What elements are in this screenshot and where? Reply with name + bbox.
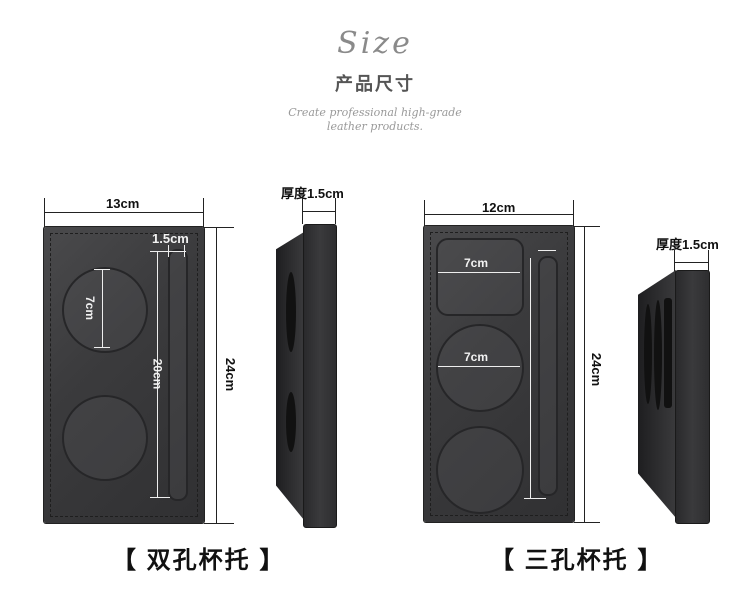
size-script-title: Size (337, 26, 413, 61)
dimension-tick (674, 250, 675, 272)
diameter-line (102, 269, 103, 347)
subtitle-line-2: leather products. (326, 120, 424, 133)
width-line (438, 272, 520, 273)
cup-hole-side (286, 272, 296, 352)
cup-hole (436, 426, 524, 514)
dimension-tick (574, 522, 600, 523)
slot-length-line (530, 258, 531, 498)
width-dimension-line (424, 214, 574, 215)
slot-length-line (157, 251, 158, 497)
height-dimension-line (216, 227, 217, 523)
slot-width-line (538, 250, 556, 251)
pen-slot (168, 249, 188, 501)
subtitle-line-1: Create professional high-grade (288, 106, 462, 119)
page-title: 产品尺寸 (335, 74, 415, 94)
cup-hole (436, 324, 524, 412)
dimension-tick (150, 497, 170, 498)
dimension-tick (574, 226, 600, 227)
three-hole-tray-image: 7cm 7cm (424, 226, 574, 522)
product-caption: 【 三孔杯托 】 (490, 547, 664, 574)
pen-slot-side (664, 298, 672, 408)
dimension-tick (524, 498, 546, 499)
slot-width-label: 1.5cm (152, 231, 189, 246)
thickness-dimension-line (302, 211, 336, 212)
dimension-tick (94, 347, 110, 348)
dimension-tick (168, 245, 169, 257)
product-caption: 【 双孔杯托 】 (112, 547, 286, 574)
cup-hole-side (644, 304, 652, 404)
thickness-dimension-line (674, 262, 709, 263)
thickness-label: 厚度1.5cm (281, 186, 344, 201)
dimension-tick (184, 245, 185, 257)
diameter-line (438, 366, 520, 367)
dimension-tick (708, 250, 709, 272)
dimension-tick (204, 227, 234, 228)
stitching (50, 233, 198, 517)
thickness-label: 厚度1.5cm (656, 237, 719, 252)
dimension-tick (573, 200, 574, 228)
three-hole-tray-edge (675, 270, 710, 524)
height-label: 24cm (589, 352, 605, 387)
cup-hole (62, 267, 148, 353)
hole-diameter-label: 7cm (464, 350, 489, 364)
subtitle: Create professional high-grade leather p… (0, 106, 750, 134)
cup-hole-side (286, 392, 296, 452)
height-label: 24cm (223, 357, 239, 392)
dimension-tick (94, 269, 110, 270)
cup-hole (62, 395, 148, 481)
three-hole-tray-side-face (638, 270, 676, 518)
cup-hole-side (654, 300, 662, 410)
two-hole-tray-side-face (276, 232, 304, 520)
square-hole-label: 7cm (464, 256, 489, 270)
dimension-tick (203, 198, 204, 228)
two-hole-tray-image: 7cm 20cm 1.5cm (44, 227, 204, 523)
slot-length-label: 20cm (150, 358, 165, 390)
two-hole-tray-edge (303, 224, 337, 528)
width-dimension-line (44, 212, 204, 213)
dimension-tick (204, 523, 234, 524)
height-dimension-line (584, 226, 585, 522)
square-cup-hole (436, 238, 524, 316)
hole-diameter-label: 7cm (83, 295, 98, 321)
stitching (430, 232, 568, 516)
dimension-tick (424, 200, 425, 228)
dimension-tick (44, 198, 45, 228)
width-label: 12cm (482, 200, 516, 215)
pen-slot (538, 256, 558, 496)
width-label: 13cm (106, 196, 140, 211)
